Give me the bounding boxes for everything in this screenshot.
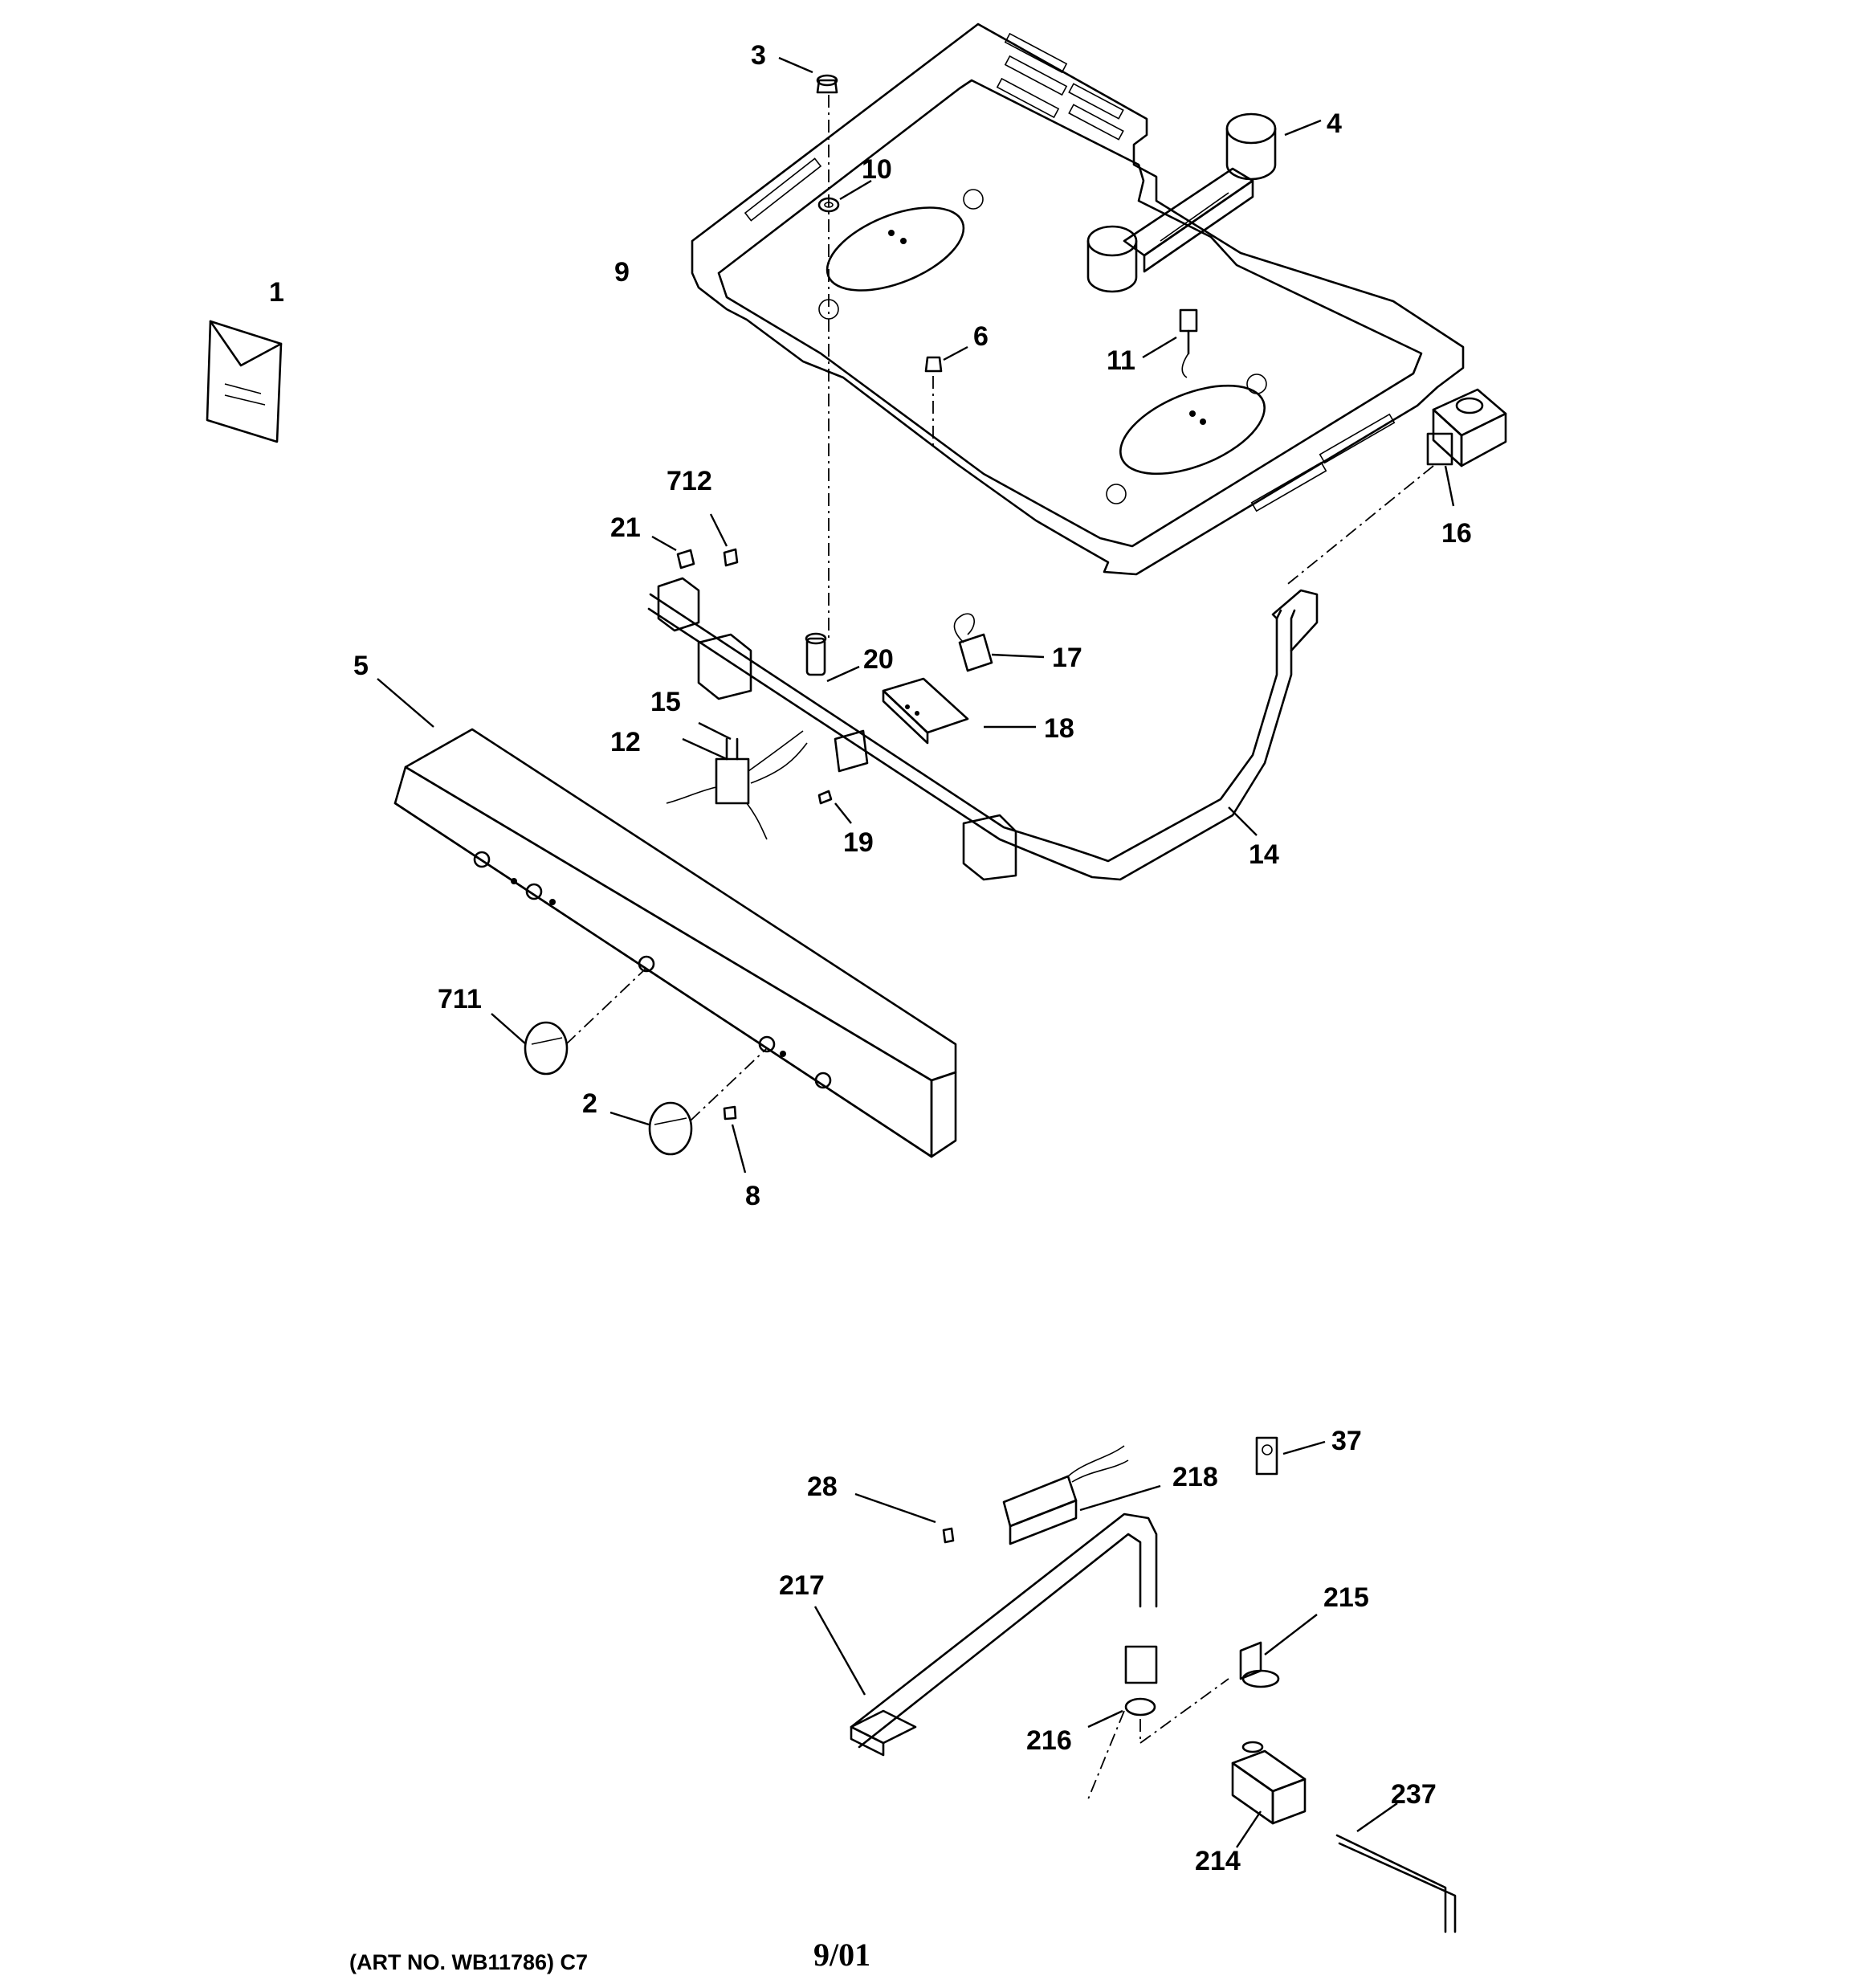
control-panel-5 xyxy=(377,678,957,1158)
callout-17: 17 xyxy=(1052,643,1082,673)
knob-711 xyxy=(491,1013,569,1076)
bushing-216 xyxy=(1087,1645,1229,1744)
callout-20: 20 xyxy=(863,644,894,675)
callout-1: 1 xyxy=(269,277,284,308)
burner-heads xyxy=(1086,112,1322,293)
callout-237: 237 xyxy=(1391,1779,1437,1810)
assembly-lines xyxy=(565,95,1434,1800)
bracket-18 xyxy=(882,677,1036,745)
bracket-215 xyxy=(1239,1614,1318,1688)
callout-217: 217 xyxy=(779,1570,825,1601)
igniter-12-15 xyxy=(666,721,808,840)
screw-712 xyxy=(709,513,739,567)
callout-11: 11 xyxy=(1107,345,1135,376)
screw-3 xyxy=(778,56,838,94)
callout-14: 14 xyxy=(1249,839,1279,870)
screw-6 xyxy=(924,345,968,373)
grommet-10 xyxy=(817,179,872,213)
burner-box xyxy=(691,22,1465,576)
callout-19: 19 xyxy=(843,827,874,858)
callout-28: 28 xyxy=(807,1472,838,1502)
bracket-37 xyxy=(1255,1436,1326,1476)
callout-218: 218 xyxy=(1172,1462,1218,1492)
regulator-16 xyxy=(1426,388,1507,507)
screw-8 xyxy=(723,1105,747,1174)
screw-21 xyxy=(651,535,695,569)
callout-9: 9 xyxy=(614,257,630,288)
callout-12: 12 xyxy=(610,727,641,757)
callout-10: 10 xyxy=(862,154,892,185)
callout-21: 21 xyxy=(610,512,641,543)
callout-labels: 1 3 4 10 9 6 11 712 21 16 5 20 17 15 18 … xyxy=(269,40,1472,1876)
screw-19 xyxy=(817,790,852,824)
callout-15: 15 xyxy=(650,687,681,717)
revision-date: 9/01 xyxy=(813,1937,871,1973)
callout-37: 37 xyxy=(1331,1426,1362,1456)
igniter-wires-218 xyxy=(1002,1445,1161,1545)
igniter-switch-17 xyxy=(953,613,1045,672)
electrode-11 xyxy=(1142,308,1198,378)
manifold-pipe-14 xyxy=(647,577,1319,881)
orifice-holder-20 xyxy=(805,632,860,683)
callout-6: 6 xyxy=(973,321,989,352)
callout-214: 214 xyxy=(1195,1846,1241,1876)
callout-18: 18 xyxy=(1044,713,1074,744)
callout-711: 711 xyxy=(438,984,482,1014)
tube-237 xyxy=(1335,1802,1457,1933)
callout-216: 216 xyxy=(1026,1725,1072,1756)
callout-5: 5 xyxy=(353,651,369,681)
callout-215: 215 xyxy=(1323,1582,1369,1613)
callout-16: 16 xyxy=(1441,518,1472,549)
valve-214 xyxy=(1231,1741,1307,1848)
art-number: (ART NO. WB11786) C7 xyxy=(349,1950,589,1974)
callout-2: 2 xyxy=(582,1088,597,1119)
knob-2 xyxy=(609,1101,693,1156)
callout-4: 4 xyxy=(1327,108,1342,139)
callout-8: 8 xyxy=(745,1181,760,1211)
callout-712: 712 xyxy=(667,466,712,496)
callout-3: 3 xyxy=(751,40,766,71)
literature-envelope xyxy=(206,320,283,443)
clip-28 xyxy=(854,1492,955,1544)
burner-tube-217 xyxy=(813,1512,1158,1757)
